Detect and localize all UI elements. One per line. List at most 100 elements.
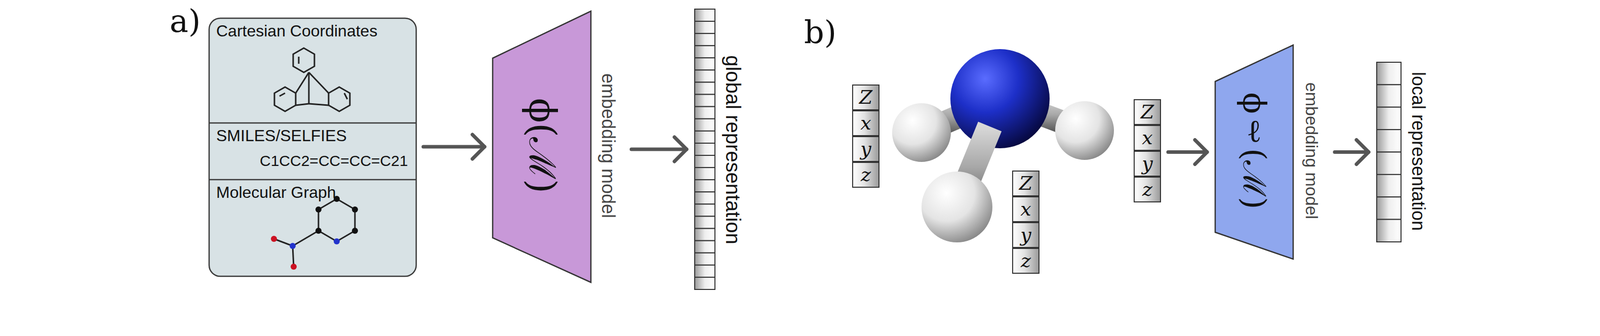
text-slot: C1CC2=CC=CC=C21 — [259, 152, 409, 170]
coordinate-stack: Zxyz — [1012, 170, 1040, 274]
model-symbol: ϕℓ(ℳ) — [1236, 92, 1272, 210]
coordinate-cell: y — [1133, 150, 1162, 177]
arrow-shaft — [631, 147, 687, 152]
vector-cell — [1376, 107, 1402, 130]
vector-cell — [1376, 129, 1402, 152]
model-caption: embedding model — [1301, 82, 1321, 220]
coordinate-cell: z — [852, 162, 880, 188]
molecule-sketch — [274, 47, 350, 112]
vector-cell — [694, 118, 715, 132]
arrow-head — [1194, 140, 1208, 165]
panel-label-slot: b) — [804, 15, 837, 50]
text-slot: ϕ(ℳ) — [521, 98, 562, 196]
coordinate-stack: Zxyz — [852, 84, 880, 188]
vector-cell — [1376, 62, 1402, 85]
vector-cell — [694, 94, 715, 107]
representation-label: global representation — [722, 55, 745, 245]
text-slot: global representation — [722, 55, 745, 247]
vector-cell — [694, 69, 715, 83]
panel-label: b) — [804, 15, 837, 50]
coordinate-cell: z — [1133, 176, 1162, 203]
vector-cell — [694, 143, 715, 156]
ammonia-molecule — [892, 49, 1114, 243]
coordinate-symbol: z — [1020, 250, 1031, 272]
panel-label: a) — [169, 4, 201, 39]
divider — [209, 122, 417, 125]
coordinate-cell: x — [852, 110, 880, 137]
flow-arrow — [423, 134, 485, 159]
vector-cell — [694, 131, 715, 144]
text-slot: local representation — [1408, 71, 1429, 233]
coordinate-stack: Zxyz — [1133, 99, 1162, 203]
vector-cell — [694, 253, 715, 266]
trapezoid-outline — [492, 11, 591, 283]
coordinate-cell: Z — [852, 84, 880, 111]
section-box: Cartesian Coordinates — [209, 18, 417, 124]
vector-cell — [694, 167, 715, 180]
vector-cell — [694, 21, 715, 34]
vector-cell — [694, 33, 715, 46]
coordinate-symbol: Z — [859, 87, 873, 109]
coordinate-symbol: z — [1142, 179, 1153, 201]
vector-column — [1375, 61, 1403, 244]
vector-cell — [1376, 196, 1402, 220]
vector-cell — [694, 191, 715, 205]
model-symbol: ϕ(ℳ) — [521, 98, 562, 194]
coordinate-symbol: x — [1020, 198, 1031, 221]
text-slot: embedding model — [1301, 82, 1321, 222]
coordinate-symbol: y — [1141, 153, 1153, 175]
vector-cell — [694, 45, 715, 58]
text-slot: SMILES/SELFIES — [216, 127, 347, 145]
vector-cell — [694, 155, 715, 168]
text-slot: Molecular Graph — [216, 183, 337, 202]
coordinate-symbol: Z — [1019, 173, 1033, 195]
arrow-shaft — [1168, 150, 1208, 154]
input-panel — [209, 18, 417, 277]
text-slot: Cartesian Coordinates — [216, 22, 378, 40]
graph-sketch — [270, 195, 358, 270]
arrow-shaft — [1334, 150, 1369, 154]
model-caption: embedding model — [597, 73, 619, 219]
coordinate-cell: Z — [1012, 170, 1040, 197]
text-slot: embedding model — [597, 73, 619, 221]
vector-cell — [694, 106, 715, 119]
coordinate-cell: y — [852, 136, 880, 163]
arrow-head — [674, 137, 687, 162]
panel-label-slot: a) — [169, 4, 201, 39]
coordinate-cell: x — [1133, 125, 1162, 151]
vector-cell — [694, 9, 715, 22]
coordinate-symbol: y — [1020, 224, 1031, 247]
embedding-model: ϕ(ℳ) embedding model — [491, 10, 625, 284]
coordinate-symbol: z — [860, 164, 871, 186]
vector-box: global representation — [693, 8, 750, 291]
representation-label: local representation — [1408, 71, 1429, 231]
vector-cell — [694, 241, 715, 254]
arrow-head — [472, 134, 485, 159]
coordinate-cell: y — [1012, 222, 1040, 249]
vector-cell — [694, 179, 715, 192]
section-heading: Cartesian Coordinates — [216, 22, 378, 40]
coordinate-symbol: x — [860, 112, 871, 135]
section-box: Molecular Graph — [209, 179, 417, 277]
vector-cell — [1376, 152, 1402, 175]
vector-cell — [694, 57, 715, 70]
vector-cell — [694, 265, 715, 278]
vector-cell — [1376, 174, 1402, 197]
flow-arrow — [631, 137, 687, 162]
section-heading: SMILES/SELFIES — [216, 127, 347, 145]
flow-arrow — [1334, 140, 1369, 165]
arrow-shaft — [423, 145, 485, 149]
vector-cell — [1376, 84, 1402, 107]
coordinate-cell: x — [1012, 196, 1040, 223]
vector-cell — [1376, 219, 1402, 243]
smiles-string: C1CC2=CC=CC=C21 — [259, 152, 409, 170]
trapezoid-outline — [1215, 45, 1294, 260]
vector-cell — [694, 216, 715, 229]
section-box: SMILES/SELFIES C1CC2=CC=CC=C21 — [209, 123, 417, 180]
vector-cell — [694, 82, 715, 95]
vector-cell — [694, 204, 715, 217]
vector-cell — [694, 228, 715, 242]
coordinate-cell: Z — [1133, 99, 1162, 126]
